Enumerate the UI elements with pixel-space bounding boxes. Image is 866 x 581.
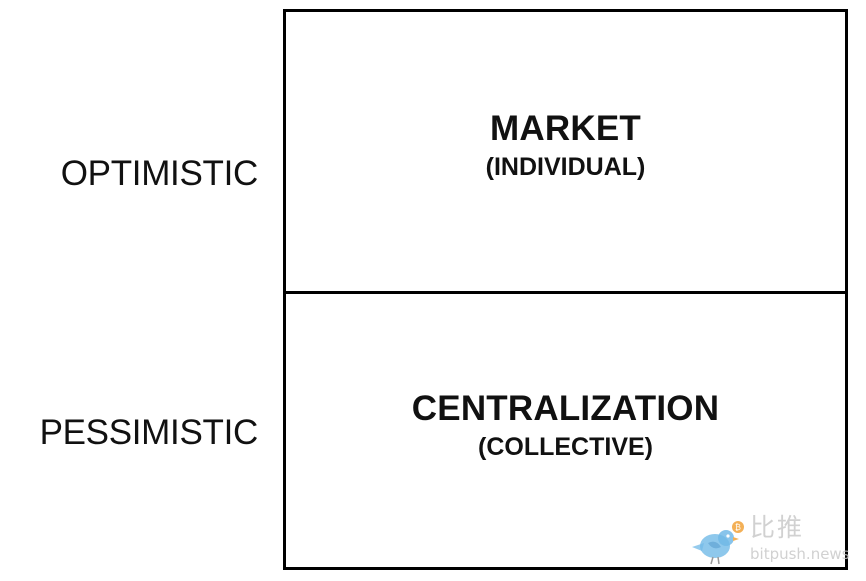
cell-centralization-title: CENTRALIZATION [411,389,720,428]
row-label-optimistic: OPTIMISTIC [60,154,259,193]
matrix-grid: MARKET (INDIVIDUAL) CENTRALIZATION (COLL… [283,9,848,570]
watermark-brand: 比推 [750,513,805,542]
watermark-url: bitpush.news [750,545,850,563]
cell-market-title: MARKET [490,109,641,148]
watermark: ₿ 比推 bitpush.news [688,513,858,575]
grid-divider [286,291,845,294]
svg-text:₿: ₿ [735,523,741,532]
cell-centralization: CENTRALIZATION (COLLECTIVE) [286,294,845,567]
row-label-pessimistic: PESSIMISTIC [39,413,259,452]
cell-market-subtitle: (INDIVIDUAL) [485,153,646,181]
bird-logo-icon: ₿ [692,521,744,565]
cell-centralization-subtitle: (COLLECTIVE) [478,433,653,461]
cell-market: MARKET (INDIVIDUAL) [286,12,845,291]
